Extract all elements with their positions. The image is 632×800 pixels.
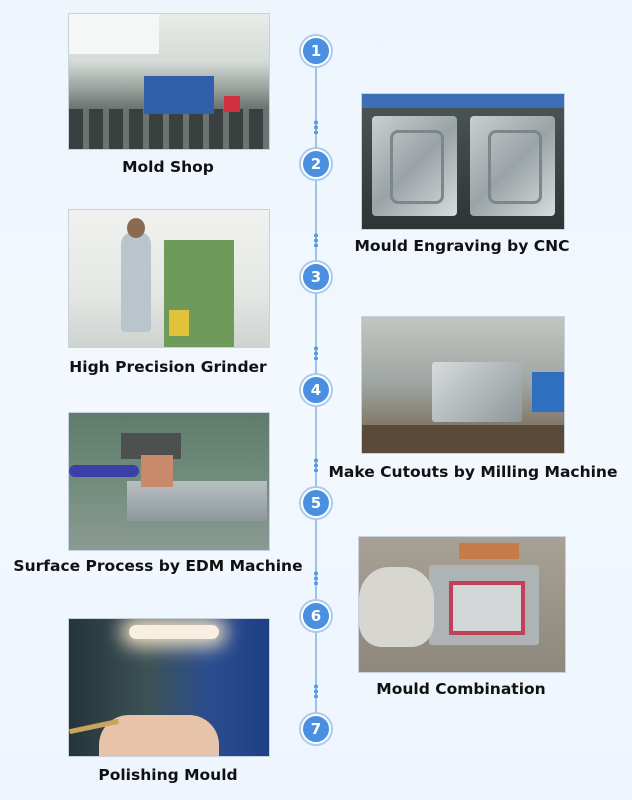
grinder-photo bbox=[68, 209, 270, 348]
step-marker-5: 5 bbox=[301, 488, 331, 518]
step-marker-4: 4 bbox=[301, 375, 331, 405]
polishing-photo bbox=[68, 618, 270, 757]
edm-photo bbox=[68, 412, 270, 551]
step-caption-5: Surface Process by EDM Machine bbox=[13, 557, 303, 575]
timeline-dots bbox=[313, 233, 319, 247]
cnc-engraving-photo bbox=[361, 93, 565, 230]
milling-photo bbox=[361, 316, 565, 454]
timeline-dots bbox=[313, 120, 319, 134]
step-marker-6: 6 bbox=[301, 601, 331, 631]
timeline-dots bbox=[313, 571, 319, 585]
step-caption-6: Mould Combination bbox=[376, 680, 546, 698]
timeline-dots bbox=[313, 346, 319, 360]
step-marker-2: 2 bbox=[301, 149, 331, 179]
step-caption-3: High Precision Grinder bbox=[69, 358, 267, 376]
step-caption-7: Polishing Mould bbox=[98, 766, 238, 784]
step-marker-7: 7 bbox=[301, 714, 331, 744]
step-caption-4: Make Cutouts by Milling Machine bbox=[328, 463, 618, 481]
timeline-dots bbox=[313, 684, 319, 698]
step-marker-1: 1 bbox=[301, 36, 331, 66]
mould-combination-photo bbox=[358, 536, 566, 673]
timeline-dots bbox=[313, 458, 319, 472]
mold-shop-photo bbox=[68, 13, 270, 150]
step-caption-1: Mold Shop bbox=[122, 158, 214, 176]
step-marker-3: 3 bbox=[301, 262, 331, 292]
step-caption-2: Mould Engraving by CNC bbox=[354, 237, 570, 255]
